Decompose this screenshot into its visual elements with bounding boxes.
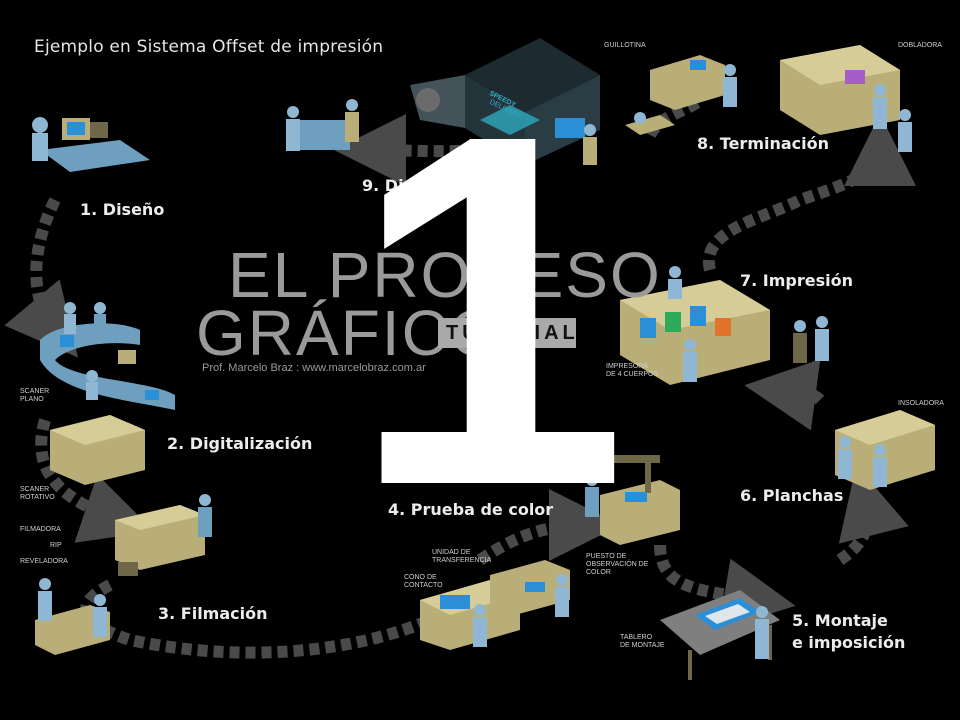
label-processor: REVELADORA: [20, 558, 68, 565]
delivery-truck: [410, 38, 600, 167]
label-mounting-table-2: DE MONTAJE: [620, 642, 665, 649]
label-contact-cone-1: CONO DE: [404, 574, 437, 581]
stage-label-planchas: 6. Planchas: [740, 486, 844, 505]
label-rip: RIP: [50, 542, 62, 549]
stage-label-impresion: 7. Impresión: [740, 271, 853, 290]
label-contact-cone-2: CONTACTO: [404, 582, 443, 589]
label-folder: DOBLADORA: [898, 42, 942, 49]
stage-label-terminacion: 8. Terminación: [697, 134, 830, 153]
label-transfer-unit-1: UNIDAD DE: [432, 549, 471, 556]
label-scanner-flat-2: PLANO: [20, 396, 44, 403]
color-proofing-area: [420, 455, 680, 650]
label-mounting-table-1: TABLERO: [620, 634, 653, 641]
label-imagesetter: FILMADORA: [20, 526, 61, 533]
label-scanner-rotary-1: SCANER: [20, 486, 50, 493]
platesetter: [835, 410, 935, 490]
stage-label-montaje: 5. Montaje: [792, 611, 888, 630]
center-title-line1: EL PROCESO: [228, 239, 662, 311]
label-transfer-unit-2: TRANSFERENCIA: [432, 557, 492, 564]
stage-label-distribucion: 9. Distribución: [362, 176, 495, 195]
label-color-viewing-3: COLOR: [586, 569, 611, 576]
digitization-desk: [40, 302, 175, 485]
stage-label-prueba-color: 4. Prueba de color: [388, 500, 554, 519]
stage-label-diseno: 1. Diseño: [80, 200, 165, 219]
tutorial-badge: [438, 318, 576, 348]
label-color-viewing-1: PUESTO DE: [586, 553, 627, 560]
stage-label-digitalizacion: 2. Digitalización: [167, 434, 313, 453]
mounting-table: [660, 590, 780, 680]
stage-label-filmacion: 3. Filmación: [158, 604, 268, 623]
label-platesetter: INSOLADORA: [898, 400, 944, 407]
label-scanner-rotary-2: ROTATIVO: [20, 494, 55, 501]
stage-label-montaje-line2: e imposición: [792, 633, 906, 652]
label-guillotine: GUILLOTINA: [604, 42, 646, 49]
slide-number-overlay: 1: [350, 30, 628, 589]
distribution-workers: [286, 99, 359, 151]
credit-line: Prof. Marcelo Braz : www.marcelobraz.com…: [202, 362, 426, 374]
label-scanner-flat-1: SCANER: [20, 388, 50, 395]
label-press-1: IMPRESORA: [606, 363, 649, 370]
label-color-viewing-2: OBSERVACIÓN DE: [586, 561, 649, 568]
imagesetter-area: [35, 494, 212, 655]
page-title: Ejemplo en Sistema Offset de impresión: [34, 37, 384, 57]
finishing-area: [625, 45, 912, 152]
four-color-press: [620, 266, 829, 385]
design-workstation: [32, 117, 150, 172]
label-press-2: DE 4 CUERPOS: [606, 371, 659, 378]
tutorial-badge-label: TUTORIAL: [446, 322, 579, 344]
